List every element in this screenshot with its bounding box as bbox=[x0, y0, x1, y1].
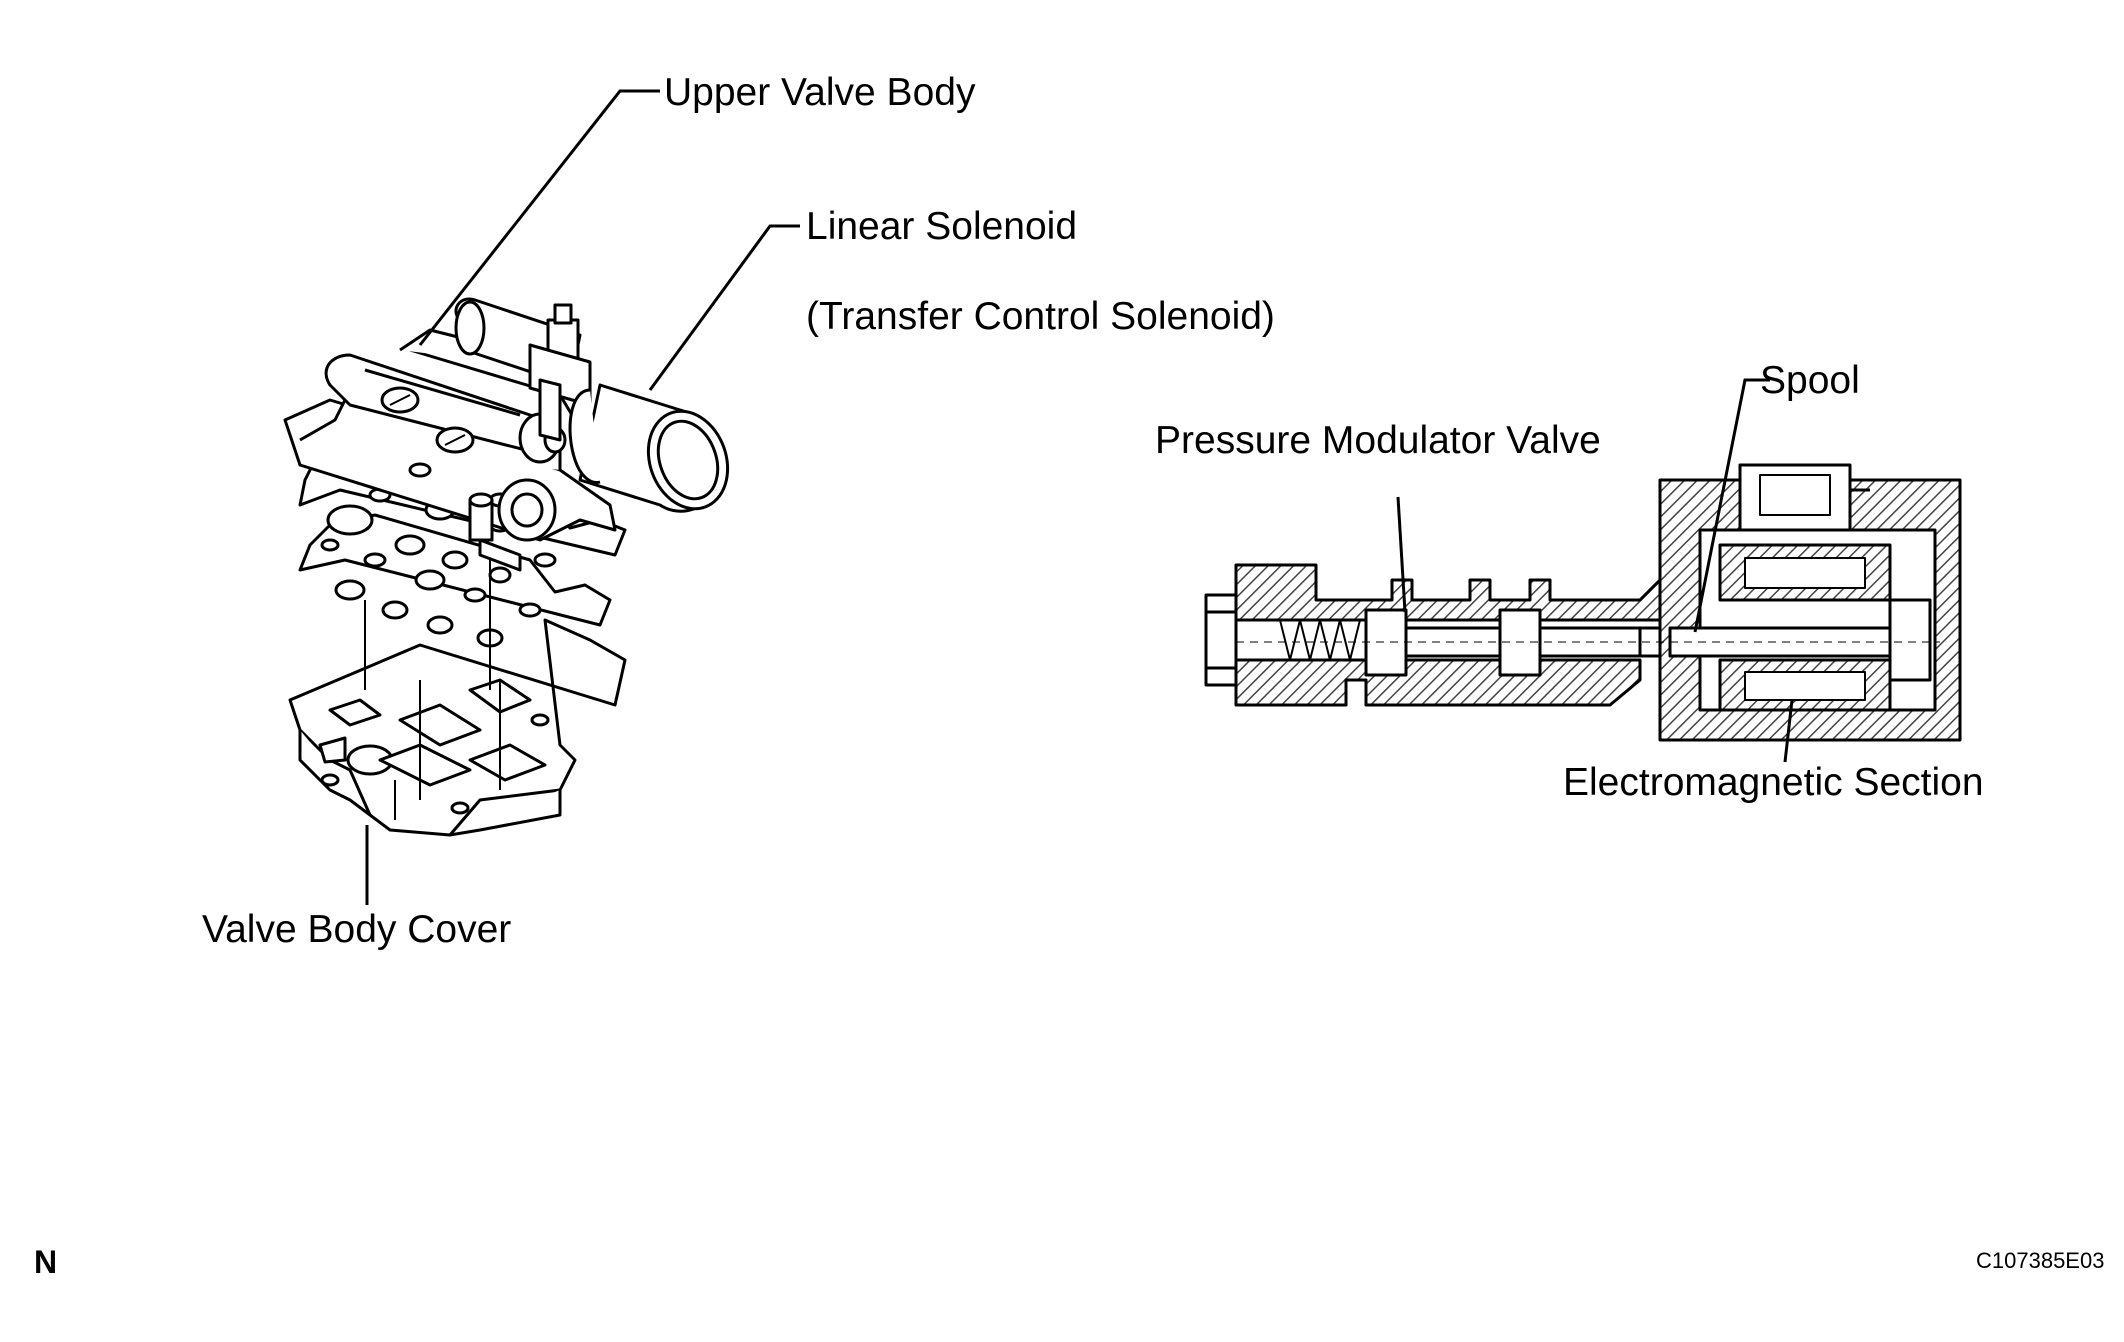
figure-id: C107385E03 bbox=[1976, 1248, 2105, 1273]
label-transfer-control-solenoid: (Transfer Control Solenoid) bbox=[806, 295, 1275, 338]
label-linear-solenoid: Linear Solenoid bbox=[806, 205, 1078, 248]
separator-plate-lower-illustration bbox=[298, 513, 612, 648]
label-spool: Spool bbox=[1760, 359, 1860, 402]
leader-pressure-modulator-valve bbox=[1396, 496, 1407, 613]
valve-body-assembly-illustration bbox=[283, 297, 730, 837]
corner-mark-left: N bbox=[34, 1244, 58, 1280]
leader-lines-right bbox=[1396, 378, 1794, 763]
spool-land-1-illustration bbox=[1364, 608, 1408, 677]
label-upper-valve-body: Upper Valve Body bbox=[664, 71, 976, 114]
leader-linear-solenoid bbox=[648, 224, 800, 391]
linear-solenoid-can-illustration bbox=[568, 383, 730, 513]
label-valve-body-cover: Valve Body Cover bbox=[202, 908, 512, 951]
label-electromagnetic-section: Electromagnetic Section bbox=[1563, 761, 1984, 804]
valve-body-cover-illustration bbox=[288, 618, 627, 837]
label-pressure-modulator-valve: Pressure Modulator Valve bbox=[1155, 419, 1601, 462]
electromagnetic-housing-illustration bbox=[1658, 463, 1962, 742]
leader-electromagnetic-section bbox=[1783, 699, 1794, 763]
leader-lines-left bbox=[365, 89, 800, 905]
linear-solenoid-body-illustration bbox=[454, 297, 592, 442]
end-cap-illustration bbox=[1204, 593, 1238, 687]
solenoid-cutaway-illustration bbox=[1204, 463, 1962, 742]
leader-upper-valve-body bbox=[418, 89, 660, 346]
leader-spool bbox=[1693, 378, 1770, 633]
